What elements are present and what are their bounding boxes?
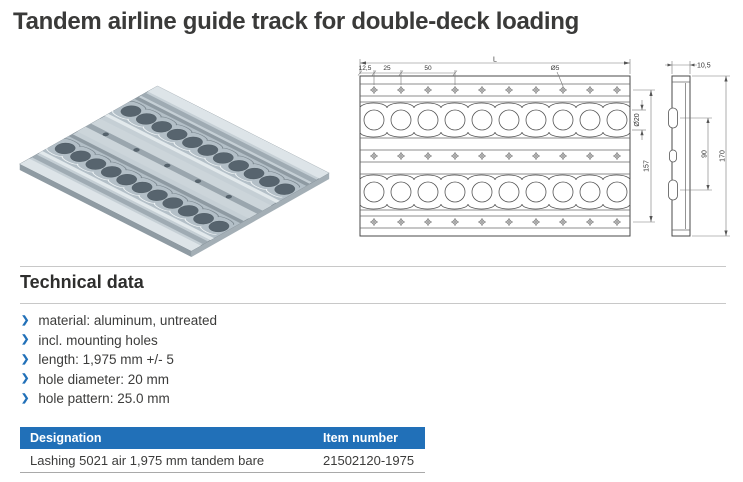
divider-top xyxy=(20,266,726,267)
chevron-right-icon: ❯ xyxy=(21,353,30,365)
dim-label-channel-spacing: 90 xyxy=(702,150,709,158)
dim-label-hole-dia: Ø20 xyxy=(634,113,641,126)
dim-label-overall-width: 170 xyxy=(720,150,727,162)
spec-hole-diameter: hole diameter: 20 mm xyxy=(38,371,169,387)
page-title: Tandem airline guide track for double-de… xyxy=(13,8,579,35)
drawing-top-view: L 12,5 25 50 Ø5 Ø20 157 xyxy=(357,57,655,237)
list-item: ❯ material: aluminum, untreated xyxy=(21,311,217,331)
spec-mounting-holes: incl. mounting holes xyxy=(38,332,158,348)
cell-designation: Lashing 5021 air 1,975 mm tandem bare xyxy=(20,449,313,473)
chevron-right-icon: ❯ xyxy=(21,334,30,346)
column-header-designation: Designation xyxy=(20,427,313,449)
table-header-row: Designation Item number xyxy=(20,427,425,449)
item-table: Designation Item number Lashing 5021 air… xyxy=(20,427,425,473)
spec-length: length: 1,975 mm +/- 5 xyxy=(38,352,174,368)
list-item: ❯ incl. mounting holes xyxy=(21,331,217,351)
technical-data-heading: Technical data xyxy=(20,272,144,292)
plate-edge-right xyxy=(191,173,330,257)
column-header-item-number: Item number xyxy=(313,427,425,449)
plate-edge-left xyxy=(19,164,192,257)
list-item: ❯ length: 1,975 mm +/- 5 xyxy=(21,350,217,370)
table-row: Lashing 5021 air 1,975 mm tandem bare 21… xyxy=(20,449,425,473)
dim-label-width: 157 xyxy=(644,160,651,172)
dim-label-edge-offset: 12,5 xyxy=(359,65,372,72)
dim-label-pitch-double: 50 xyxy=(424,65,432,72)
chevron-right-icon: ❯ xyxy=(21,392,30,404)
spec-hole-pattern: hole pattern: 25.0 mm xyxy=(38,391,170,407)
drawing-side-view: 10,5 90 170 xyxy=(665,61,730,237)
list-item: ❯ hole pattern: 25.0 mm xyxy=(21,389,217,409)
dim-label-thickness: 10,5 xyxy=(697,63,711,70)
dim-label-hole-pitch: 25 xyxy=(383,65,391,72)
dim-label-small-hole: Ø5 xyxy=(551,65,560,72)
dim-label-length: L xyxy=(493,57,497,64)
technical-data-list: ❯ material: aluminum, untreated ❯ incl. mo… xyxy=(21,311,217,409)
product-image xyxy=(19,85,330,257)
cell-item-number: 21502120-1975 xyxy=(313,449,425,473)
divider-bottom xyxy=(20,303,726,304)
plate-top-face xyxy=(19,85,330,252)
chevron-right-icon: ❯ xyxy=(21,373,30,385)
chevron-right-icon: ❯ xyxy=(21,314,30,326)
list-item: ❯ hole diameter: 20 mm xyxy=(21,370,217,390)
spec-material: material: aluminum, untreated xyxy=(38,313,217,329)
